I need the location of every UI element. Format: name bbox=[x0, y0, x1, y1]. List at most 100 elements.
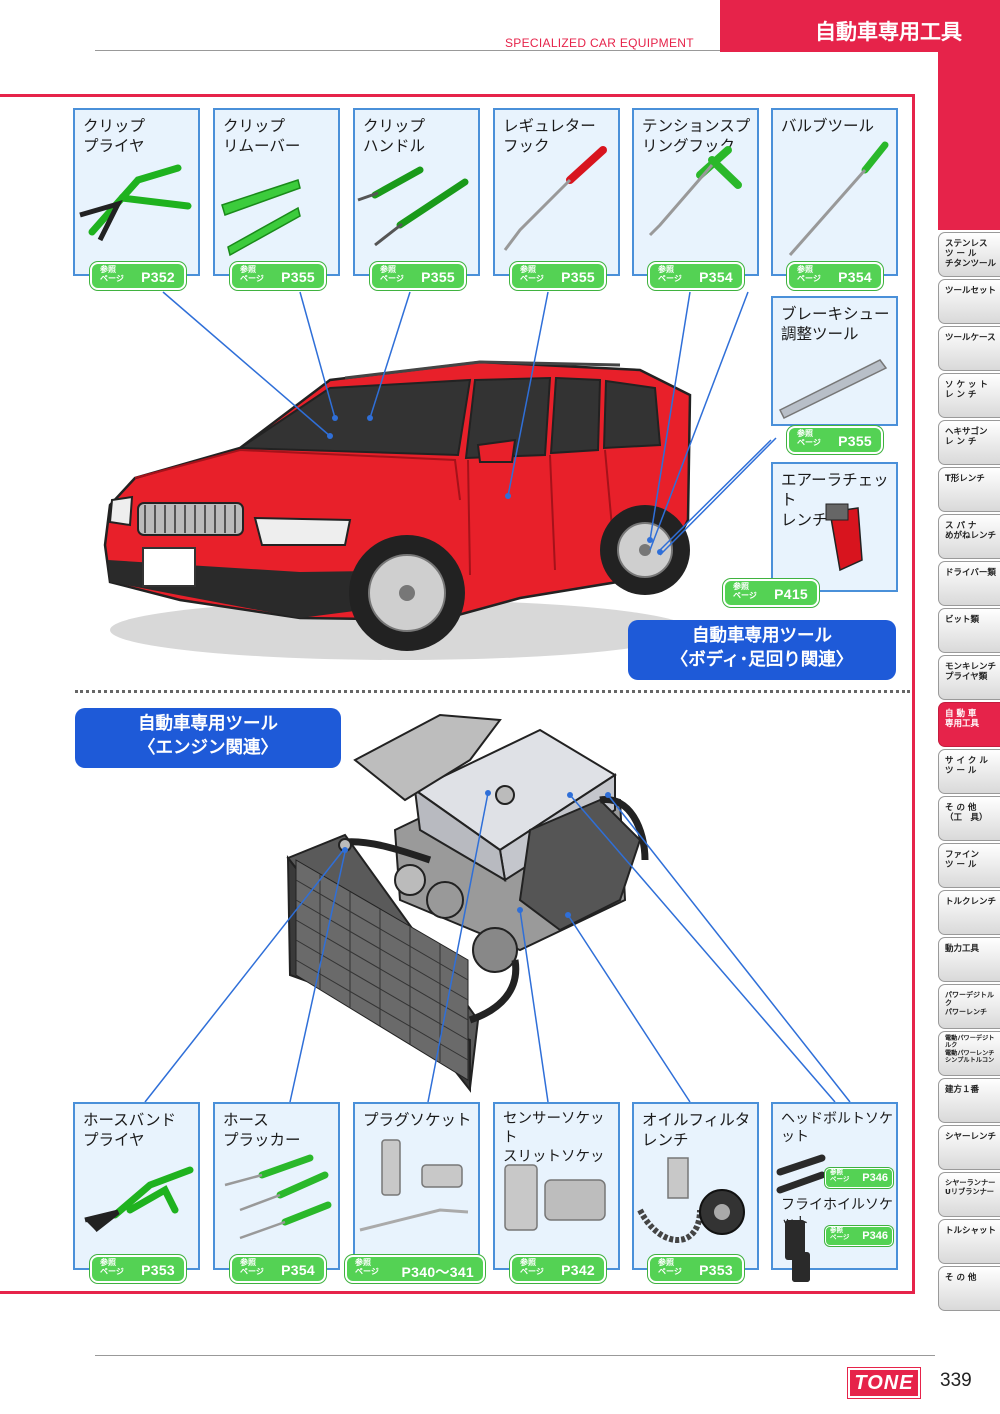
tab-fine-tools[interactable]: ファイン ツ ー ル bbox=[938, 843, 1000, 888]
ref-badge[interactable]: 参照 ページ P354 bbox=[230, 1255, 326, 1283]
tab-others[interactable]: そ の 他 bbox=[938, 1266, 1000, 1311]
category-body-suspension: 自動車専用ツール 〈ボディ･足回り関連〉 bbox=[628, 620, 896, 680]
tab-torque-wrench[interactable]: トルクレンチ bbox=[938, 890, 1000, 935]
side-index-band bbox=[938, 52, 1000, 230]
tone-logo: TONE bbox=[848, 1368, 920, 1398]
tool-name: レギュレター フック bbox=[503, 117, 596, 156]
ref-prefix: 参照 ページ bbox=[733, 582, 757, 601]
tool-card-clip-handle[interactable]: クリップ ハンドル bbox=[353, 108, 480, 276]
ref-page: P353 bbox=[699, 1262, 733, 1278]
tool-card-oil-filter-wrench[interactable]: オイルフィルタ レンチ bbox=[632, 1102, 759, 1270]
tool-card-tension-spring-hook[interactable]: テンションスプ リングフック bbox=[632, 108, 759, 276]
tab-cycle-tools[interactable]: サ イ ク ル ツ ー ル bbox=[938, 749, 1000, 794]
tab-t-wrench[interactable]: T形レンチ bbox=[938, 467, 1000, 512]
leader-lines bbox=[144, 291, 851, 1103]
tool-card-brake-shoe-tool[interactable]: ブレーキシュー 調整ツール bbox=[771, 296, 898, 426]
tab-tatekata[interactable]: 建方１番 bbox=[938, 1078, 1000, 1123]
ref-badge[interactable]: 参照 ページ P415 bbox=[723, 579, 819, 607]
tool-name: プラグソケット bbox=[363, 1111, 472, 1129]
tab-tool-set[interactable]: ツールセット bbox=[938, 279, 1000, 324]
ref-badge[interactable]: 参照 ページ P354 bbox=[648, 262, 744, 290]
ref-page: P355 bbox=[561, 269, 595, 285]
ref-page: P346 bbox=[862, 1230, 888, 1242]
ref-page: P354 bbox=[838, 269, 872, 285]
ref-badge[interactable]: 参照 ページ P354 bbox=[787, 262, 883, 290]
ref-page: P342 bbox=[561, 1262, 595, 1278]
ref-badge[interactable]: 参照 ページ P353 bbox=[90, 1255, 186, 1283]
tool-name: クリップ プライヤ bbox=[83, 117, 146, 156]
tool-card-plug-socket[interactable]: プラグソケット bbox=[353, 1102, 480, 1270]
ref-page: P355 bbox=[281, 269, 315, 285]
ref-badge[interactable]: 参照 ページ P355 bbox=[370, 262, 466, 290]
tab-tool-case[interactable]: ツールケース bbox=[938, 326, 1000, 371]
ref-page: P354 bbox=[281, 1262, 315, 1278]
tab-hexagon-wrench[interactable]: ヘキサゴン レ ン チ bbox=[938, 420, 1000, 465]
category-engine: 自動車専用ツール 〈エンジン関連〉 bbox=[75, 708, 341, 768]
tool-name: クリップ ハンドル bbox=[363, 117, 426, 156]
header-english-title: SPECIALIZED CAR EQUIPMENT bbox=[505, 36, 694, 50]
tab-torshut[interactable]: トルシャット bbox=[938, 1219, 1000, 1264]
header-japanese-title: 自動車専用工具 bbox=[720, 0, 1000, 52]
tool-card-sensor-socket[interactable]: センサーソケット スリットソケット bbox=[493, 1102, 620, 1270]
tool-card-clip-pliers[interactable]: クリップ プライヤ bbox=[73, 108, 200, 276]
ref-page: P346 bbox=[862, 1172, 888, 1184]
tool-name: オイルフィルタ レンチ bbox=[642, 1111, 751, 1150]
tab-other-tools[interactable]: そ の 他 （工 具） bbox=[938, 796, 1000, 841]
tool-name: バルブツール bbox=[781, 117, 875, 135]
tool-card-hose-plucker[interactable]: ホース プラッカー bbox=[213, 1102, 340, 1270]
tool-name: ホースバンド プライヤ bbox=[83, 1111, 177, 1150]
tab-power-tools[interactable]: 動力工具 bbox=[938, 937, 1000, 982]
tool-name: クリップ リムーバー bbox=[223, 117, 301, 156]
tool-name: テンションスプ リングフック bbox=[642, 117, 751, 156]
footer-rule bbox=[95, 1355, 935, 1356]
ref-page: P354 bbox=[699, 269, 733, 285]
ref-prefix: 参照 ページ bbox=[797, 265, 821, 284]
tab-car-tools[interactable]: 自 動 車 専用工具 bbox=[938, 702, 1000, 747]
car-illustration bbox=[103, 360, 692, 660]
ref-badge-small[interactable]: 参照 ページ P346 bbox=[825, 1226, 893, 1246]
ref-badge-small[interactable]: 参照 ページ P346 bbox=[825, 1168, 893, 1188]
tool-name: センサーソケット スリットソケット bbox=[503, 1111, 605, 1184]
ref-badge[interactable]: 参照 ページ P352 bbox=[90, 262, 186, 290]
ref-prefix: 参照 ページ bbox=[240, 265, 264, 284]
ref-prefix: 参照 ページ bbox=[520, 1258, 544, 1277]
ref-page: P415 bbox=[774, 586, 808, 602]
ref-prefix: 参照 ページ bbox=[658, 265, 682, 284]
tab-monkey-wrench[interactable]: モンキレンチ プライヤ類 bbox=[938, 655, 1000, 700]
tab-socket-wrench[interactable]: ソ ケ ッ ト レ ン チ bbox=[938, 373, 1000, 418]
tool-card-air-ratchet[interactable]: エアーラチェット レンチ bbox=[771, 462, 898, 592]
tab-stainless[interactable]: ステンレス ツ ー ル チタンツール bbox=[938, 232, 1000, 277]
page-number: 339 bbox=[940, 1370, 972, 1391]
ref-badge[interactable]: 参照 ページ P342 bbox=[510, 1255, 606, 1283]
tool-name: ブレーキシュー 調整ツール bbox=[781, 305, 890, 344]
side-index: ステンレス ツ ー ル チタンツール ツールセット ツールケース ソ ケ ッ ト… bbox=[938, 52, 1000, 1311]
section-divider bbox=[75, 690, 910, 693]
tab-bits[interactable]: ビット類 bbox=[938, 608, 1000, 653]
tab-shear-runner[interactable]: シヤーランナー Uリブランナー bbox=[938, 1172, 1000, 1217]
tab-electric-digitorque[interactable]: 電動パワーデジトルク 電動パワーレンチ シンプルトルコン bbox=[938, 1031, 1000, 1076]
ref-prefix: 参照 ページ bbox=[240, 1258, 264, 1277]
tab-shear-wrench[interactable]: シヤーレンチ bbox=[938, 1125, 1000, 1170]
tab-drivers[interactable]: ドライバー類 bbox=[938, 561, 1000, 606]
ref-badge[interactable]: 参照 ページ P340～341 bbox=[345, 1255, 485, 1283]
ref-prefix: 参照 ページ bbox=[380, 265, 404, 284]
tool-card-regulator-hook[interactable]: レギュレター フック bbox=[493, 108, 620, 276]
leader-dots bbox=[327, 415, 663, 918]
ref-page: P355 bbox=[838, 433, 872, 449]
header-rule bbox=[95, 50, 720, 51]
ref-badge[interactable]: 参照 ページ P355 bbox=[510, 262, 606, 290]
ref-badge[interactable]: 参照 ページ P353 bbox=[648, 1255, 744, 1283]
ref-prefix: 参照 ページ bbox=[658, 1258, 682, 1277]
tab-power-digitorque[interactable]: パワーデジトルク パワーレンチ bbox=[938, 984, 1000, 1029]
tool-name: エアーラチェット レンチ bbox=[781, 471, 889, 530]
ref-prefix: 参照 ページ bbox=[797, 429, 821, 448]
tool-card-valve-tool[interactable]: バルブツール bbox=[771, 108, 898, 276]
tool-name: ホース プラッカー bbox=[223, 1111, 301, 1150]
tab-spanner[interactable]: ス パ ナ めがねレンチ bbox=[938, 514, 1000, 559]
ref-page: P340～341 bbox=[401, 1264, 474, 1280]
tool-card-hose-band-pliers[interactable]: ホースバンド プライヤ bbox=[73, 1102, 200, 1270]
ref-badge[interactable]: 参照 ページ P355 bbox=[230, 262, 326, 290]
ref-prefix: 参照 ページ bbox=[100, 1258, 124, 1277]
ref-badge[interactable]: 参照 ページ P355 bbox=[787, 426, 883, 454]
tool-card-clip-remover[interactable]: クリップ リムーバー bbox=[213, 108, 340, 276]
